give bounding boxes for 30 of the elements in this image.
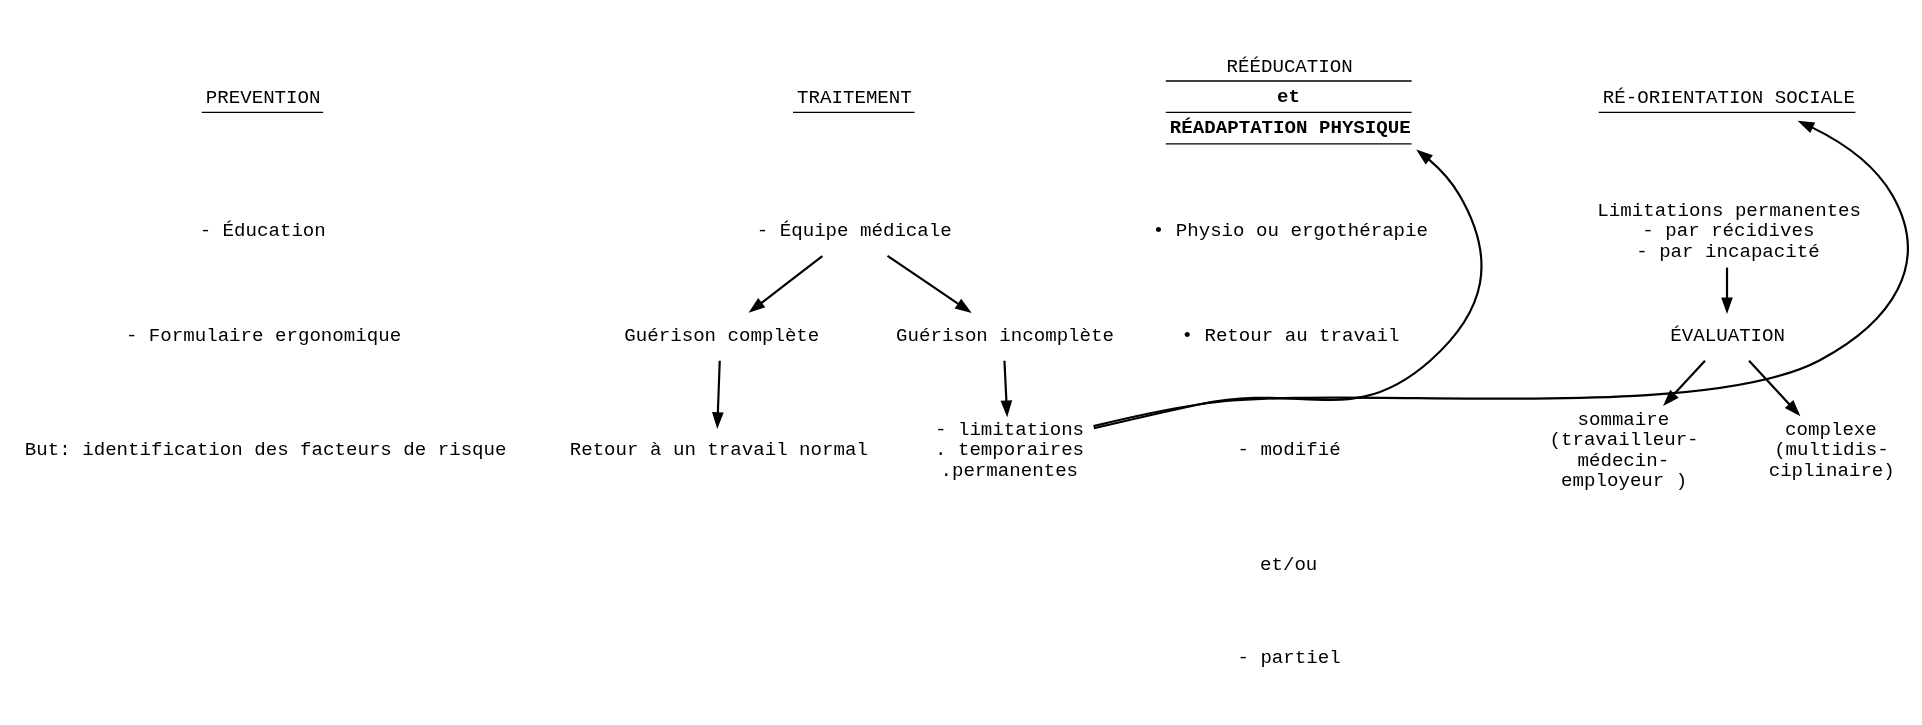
node-text: Retour à un travail normal [569, 438, 868, 461]
label: - partiel [1237, 646, 1341, 669]
node-text: complexe (multidis- ciplinaire) [1768, 418, 1895, 482]
node-text: Guérison incomplète [896, 324, 1114, 347]
label: - modifié [1237, 438, 1341, 461]
label: • Retour au travail [1181, 324, 1400, 347]
node-text: Limitations permanentes - par récidives - par incapacité [1597, 199, 1862, 263]
label: et/ou [1260, 553, 1318, 576]
label: But: identification des facteurs de risque [24, 438, 507, 461]
arrow [1093, 149, 1483, 429]
arrow [886, 254, 972, 313]
arrow [1663, 359, 1706, 406]
label: • Physio ou ergothérapie [1152, 219, 1429, 242]
node-text: RÉ-ORIENTATION SOCIALE [1602, 86, 1856, 109]
node-text: TRAITEMENT [797, 86, 912, 109]
node-text: - Équipe médicale [756, 219, 952, 242]
arrow [1748, 359, 1801, 416]
arrow [1000, 360, 1013, 417]
label: - Formulaire ergonomique [125, 324, 402, 347]
label: - Éducation [199, 219, 326, 242]
node-text: Guérison complète [624, 324, 820, 347]
arrow [1093, 120, 1909, 427]
node-text: ÉVALUATION [1670, 324, 1786, 347]
arrow [748, 254, 823, 313]
node-text: sommaire (travailleur- médecin- employeur ) [1549, 408, 1699, 492]
node-text: PREVENTION [205, 86, 321, 109]
arrow [712, 360, 724, 429]
arrow [1721, 267, 1733, 314]
node-text: RÉÉDUCATION et RÉADAPTATION PHYSIQUE [1169, 55, 1411, 139]
node-text: - limitations . temporaires .permanentes [935, 418, 1085, 482]
